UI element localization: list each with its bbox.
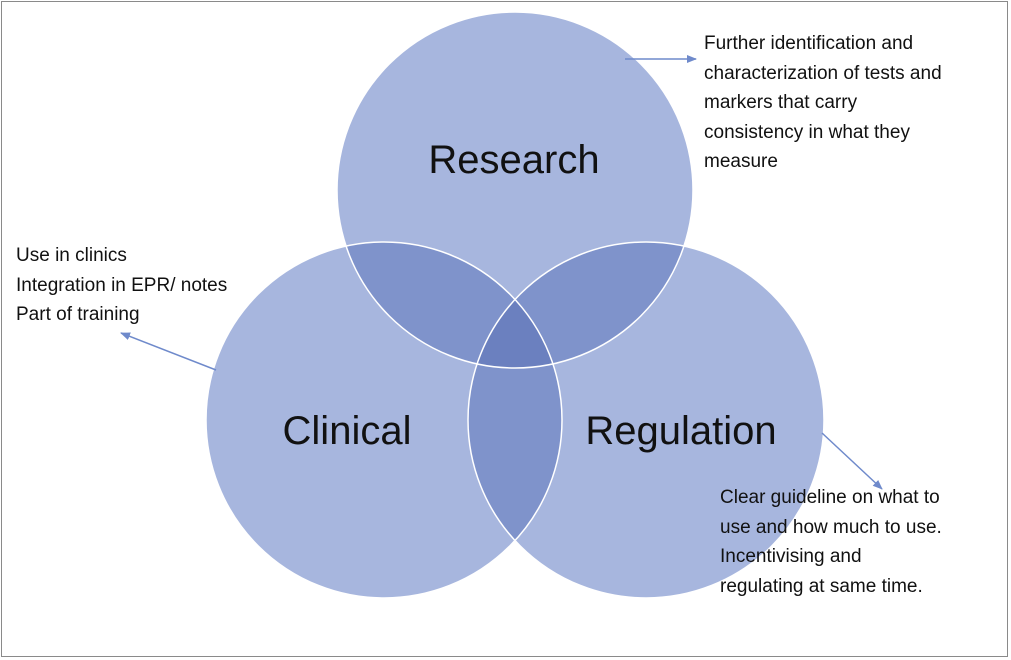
regulation-note-line: Clear guideline on what to bbox=[720, 487, 940, 508]
regulation-label: Regulation bbox=[585, 409, 776, 453]
research-note: Further identification and characterizat… bbox=[704, 29, 942, 177]
clinical-note-line: Part of training bbox=[16, 304, 140, 325]
clinical-note-line: Integration in EPR/ notes bbox=[16, 274, 228, 296]
research-note-line: markers that carry bbox=[704, 92, 858, 113]
clinical-note-arrow bbox=[120, 332, 217, 371]
clinical-label: Clinical bbox=[283, 409, 412, 453]
research-clinical-overlap bbox=[337, 242, 562, 368]
circle-outlines bbox=[205, 11, 825, 599]
research-note-line: measure bbox=[704, 151, 778, 172]
research-note-line: characterization of tests and bbox=[704, 62, 942, 84]
research-note-line: Further identification and bbox=[704, 33, 914, 54]
regulation-note: Clear guideline on what to use and how m… bbox=[720, 483, 942, 601]
regulation-note-arrow bbox=[821, 432, 883, 490]
regulation-note-line: Incentivising and bbox=[720, 546, 862, 567]
research-label: Research bbox=[428, 138, 599, 182]
clinical-note: Use in clinics Integration in EPR/ notes… bbox=[16, 241, 227, 330]
research-note-line: consistency in what they bbox=[704, 121, 910, 143]
regulation-note-line: regulating at same time. bbox=[720, 575, 923, 597]
clinical-note-line: Use in clinics bbox=[16, 245, 127, 266]
research-regulation-overlap bbox=[468, 242, 693, 368]
regulation-note-line: use and how much to use. bbox=[720, 516, 942, 538]
